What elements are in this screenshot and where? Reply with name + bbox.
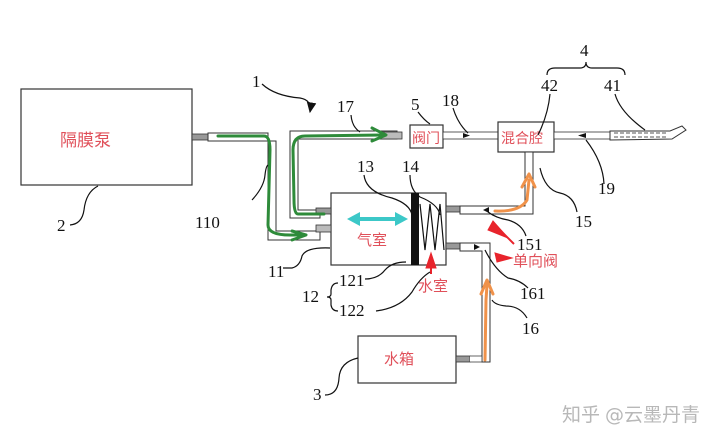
ref-19: 19 xyxy=(598,179,615,198)
leader-121 xyxy=(364,261,407,280)
check-valve-151-icon xyxy=(483,207,489,213)
piston-13 xyxy=(411,193,419,265)
ref-12: 12 xyxy=(302,287,319,306)
ref-121: 121 xyxy=(339,271,365,290)
ref-5: 5 xyxy=(411,95,420,114)
leader-14 xyxy=(409,174,441,216)
air-flow-110-line xyxy=(216,134,307,237)
leader-151 xyxy=(487,211,527,237)
water-flow-15-arrowhead xyxy=(520,172,537,189)
air-water-chamber-body xyxy=(330,192,447,266)
ref-122: 122 xyxy=(339,301,365,320)
pipe-110 xyxy=(207,132,321,241)
leader-41 xyxy=(614,93,646,131)
leader-2 xyxy=(69,185,99,226)
leader-18 xyxy=(452,107,469,134)
piston-motion-arrow xyxy=(347,212,408,226)
check-valve-pointer-161 xyxy=(494,252,514,263)
ref-161: 161 xyxy=(520,284,546,303)
check-valve-161-icon xyxy=(474,244,480,250)
pipe-18 xyxy=(442,131,500,140)
valve-label: 阀门 xyxy=(412,131,440,147)
bracket-4 xyxy=(546,61,626,76)
air-chamber-label: 气室 xyxy=(357,231,387,249)
ref-41: 41 xyxy=(604,76,621,95)
leader-5 xyxy=(417,111,431,125)
pipe-15 xyxy=(459,151,534,215)
pump-outlet-fitting xyxy=(191,133,209,141)
ref-18: 18 xyxy=(442,91,459,110)
air-flow-110-arrowhead xyxy=(290,229,308,242)
leader-13 xyxy=(363,174,413,216)
air-flow-17-arrowhead xyxy=(370,126,388,143)
ref-42: 42 xyxy=(541,76,558,95)
water-flow-15-line xyxy=(493,178,531,213)
water-tank-label: 水箱 xyxy=(384,350,414,368)
ref-11: 11 xyxy=(268,262,284,281)
leader-110 xyxy=(251,164,269,201)
water-chamber-label: 水室 xyxy=(418,277,448,295)
check-valve-18-icon xyxy=(463,133,470,138)
check-valve-label: 单向阀 xyxy=(513,252,558,270)
air-flow-17-line xyxy=(291,133,387,216)
leader-161 xyxy=(484,249,529,289)
leader-122 xyxy=(375,271,431,312)
leader-1 xyxy=(261,83,317,114)
leader-17 xyxy=(350,114,361,133)
ref-4: 4 xyxy=(580,41,589,60)
leader-15 xyxy=(539,167,578,213)
watermark-platform: 知乎 xyxy=(562,404,600,426)
mixing-chamber-box xyxy=(497,121,555,153)
leader-16 xyxy=(491,299,528,319)
water-outlet-fitting xyxy=(445,205,461,213)
ref-15: 15 xyxy=(575,212,592,231)
ref-14: 14 xyxy=(402,157,420,176)
nozzle-hatching xyxy=(614,132,668,138)
leader-11 xyxy=(283,247,331,269)
air-inlet-fitting-bottom xyxy=(315,224,332,233)
leader-42 xyxy=(537,93,551,136)
leader-19 xyxy=(585,139,605,185)
ref-2: 2 xyxy=(57,216,66,235)
leader-3 xyxy=(324,357,359,396)
water-flow-16-arrowhead xyxy=(479,278,495,296)
ref-13: 13 xyxy=(357,157,374,176)
ref-151: 151 xyxy=(517,235,543,254)
water-tank-box xyxy=(357,335,457,384)
ref-1: 1 xyxy=(252,72,261,91)
ref-16: 16 xyxy=(522,319,539,338)
tank-pipe-join xyxy=(470,355,483,363)
diaphragm-pump-label: 隔膜泵 xyxy=(60,131,111,151)
pointer-151-shaft xyxy=(493,223,515,245)
water-flow-16-line xyxy=(483,283,489,362)
mixing-chamber-label: 混合腔 xyxy=(501,131,543,147)
check-valve-19-icon xyxy=(578,133,586,138)
watermark-author: @云墨丹青 xyxy=(605,404,700,426)
water-inlet-fitting xyxy=(445,242,461,250)
diaphragm-pump-box xyxy=(20,88,193,186)
ref-17: 17 xyxy=(337,97,355,116)
ref-3: 3 xyxy=(313,385,322,404)
brace-12 xyxy=(326,282,339,312)
ref-110: 110 xyxy=(195,213,220,232)
spring-14 xyxy=(419,203,445,251)
tank-outlet-fitting xyxy=(455,355,471,363)
